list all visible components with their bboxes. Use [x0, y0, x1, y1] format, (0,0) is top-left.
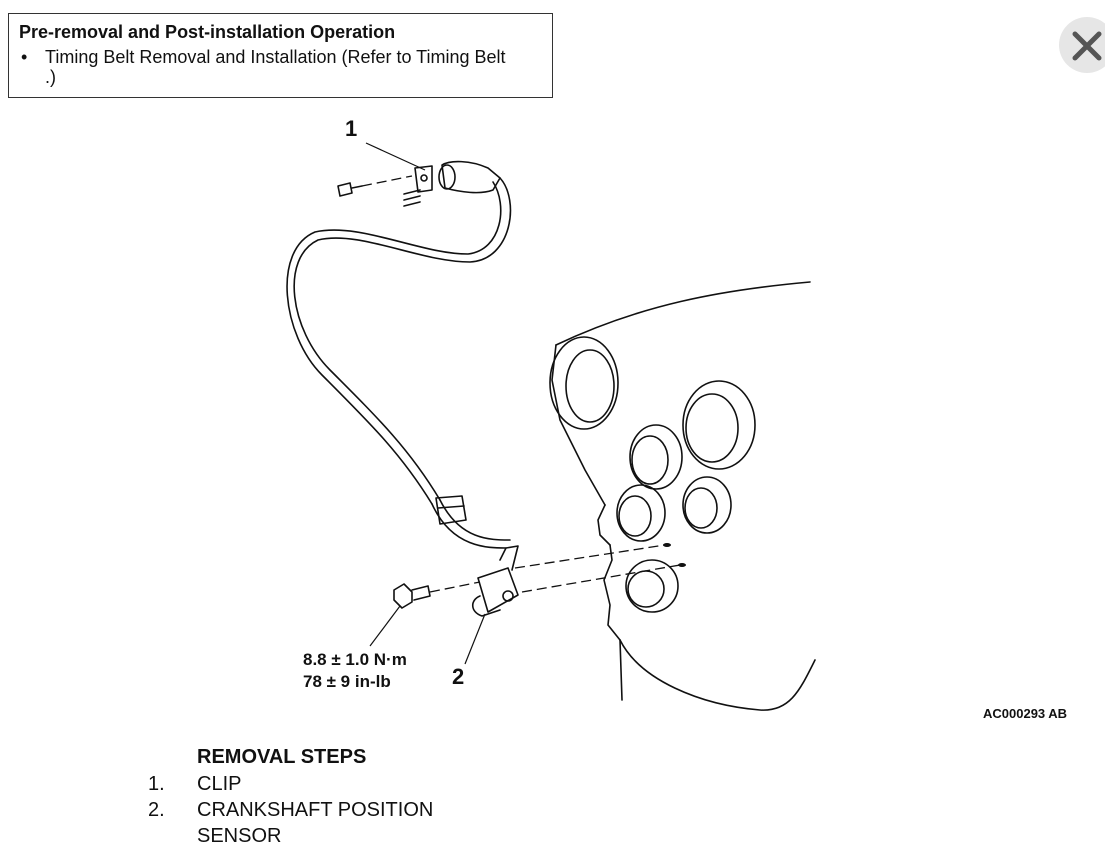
sensor-diagram [286, 142, 816, 711]
figure-code: AC000293 AB [983, 706, 1068, 721]
step-number: 1. [148, 773, 165, 795]
callout-2: 2 [452, 664, 465, 689]
note-bullet: • [21, 47, 28, 67]
torque-metric: 8.8 ± 1.0 N·m [303, 650, 407, 669]
sensor-harness [286, 177, 512, 549]
torque-spec: 8.8 ± 1.0 N·m 78 ± 9 in-lb [303, 649, 407, 693]
note-item: • Timing Belt Removal and Installation (… [19, 47, 542, 87]
removal-steps-list: 1. CLIP 2. CRANKSHAFT POSITION SENSOR [148, 771, 467, 849]
clip-part [337, 160, 501, 207]
removal-steps-title: REMOVAL STEPS [197, 746, 367, 768]
crankshaft-sensor [393, 545, 519, 617]
removal-step: 1. CLIP [148, 771, 467, 797]
step-number: 2. [148, 799, 165, 821]
close-button[interactable] [1059, 17, 1105, 73]
note-item-text: Timing Belt Removal and Installation (Re… [45, 47, 506, 87]
step-label: CRANKSHAFT POSITION SENSOR [197, 799, 434, 847]
close-icon [1072, 31, 1102, 61]
engine-block [549, 281, 816, 711]
callout-1: 1 [345, 116, 358, 141]
torque-imperial: 78 ± 9 in-lb [303, 672, 391, 691]
step-label: CLIP [197, 773, 242, 795]
removal-step: 2. CRANKSHAFT POSITION SENSOR [148, 797, 467, 849]
note-title: Pre-removal and Post-installation Operat… [19, 22, 396, 42]
pre-removal-note: Pre-removal and Post-installation Operat… [8, 13, 553, 98]
